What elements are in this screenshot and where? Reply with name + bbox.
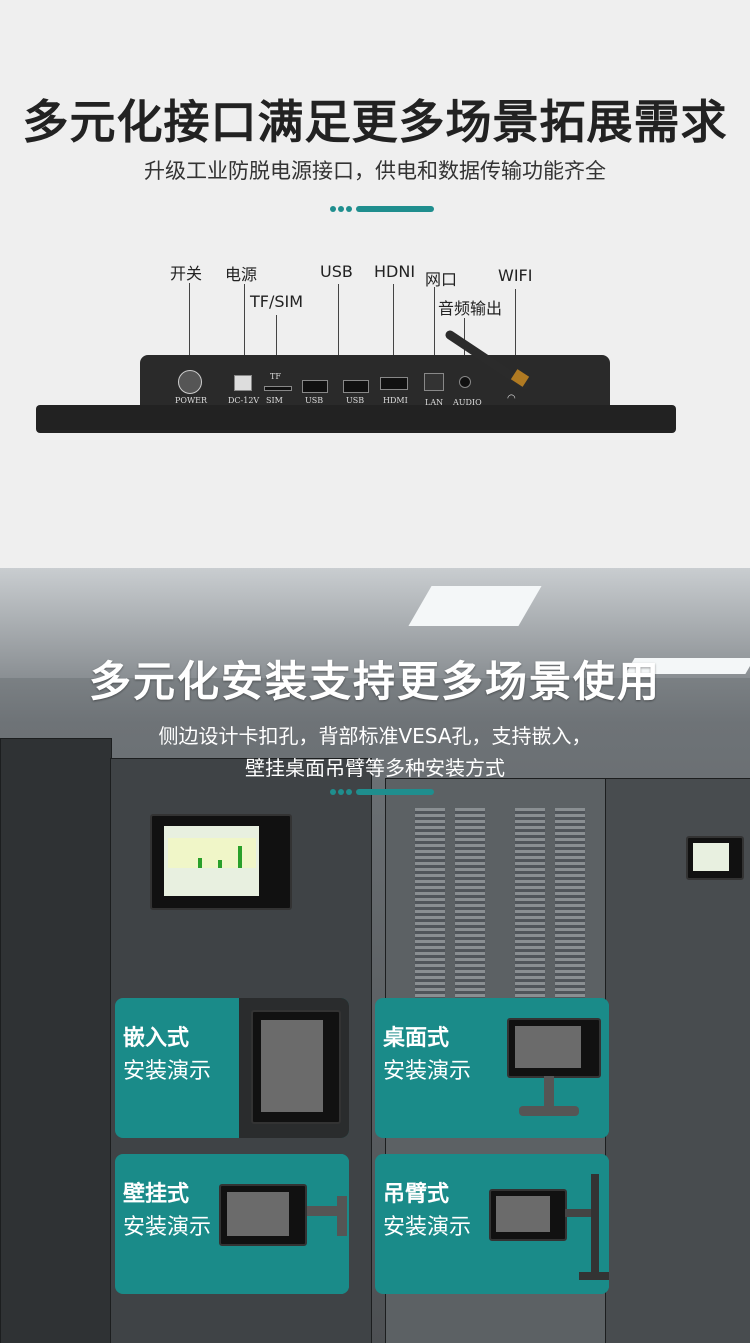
callout-audio: 音频输出 xyxy=(438,299,503,318)
embedded-mount-image xyxy=(239,998,349,1138)
mounting-subtitle-line1: 侧边设计卡扣孔，背部标准VESA孔，支持嵌入， xyxy=(158,724,592,748)
mounting-title: 多元化安装支持更多场景使用 xyxy=(88,657,661,706)
leader-line xyxy=(393,284,394,364)
wifi-icon: ◠ xyxy=(507,393,516,404)
wall-mount-image xyxy=(219,1154,349,1294)
port-label-power: POWER xyxy=(175,396,208,405)
ceiling-light xyxy=(408,586,542,626)
usb-port-1 xyxy=(302,380,328,393)
chart-screen-icon xyxy=(168,838,256,868)
port-label-lan: LAN xyxy=(425,398,444,407)
server-room-ceiling xyxy=(0,568,750,678)
card-desc: 安装演示 xyxy=(383,1215,472,1240)
leader-line xyxy=(276,315,277,369)
device-front-panel xyxy=(36,405,676,433)
port-label-sim: SIM xyxy=(266,396,283,405)
callout-wifi: WIFI xyxy=(498,266,533,285)
usb-port-2 xyxy=(343,380,369,393)
port-label-hdmi: HDMI xyxy=(383,396,408,405)
arm-mount-card[interactable]: 吊臂式 安装演示 xyxy=(375,1154,609,1294)
leader-line xyxy=(338,284,339,364)
divider-decoration xyxy=(330,205,435,213)
port-label-tf: TF xyxy=(270,372,281,381)
card-desc: 安装演示 xyxy=(383,1059,472,1084)
dc-port xyxy=(234,375,252,391)
small-panel-pc xyxy=(686,836,744,880)
arm-mount-image xyxy=(479,1154,609,1294)
card-title: 嵌入式 xyxy=(123,1026,190,1051)
callout-switch: 开关 xyxy=(170,264,203,283)
audio-jack xyxy=(459,376,471,388)
interfaces-section: 多元化接口满足更多场景拓展需求 升级工业防脱电源接口，供电和数据传输功能齐全 开… xyxy=(0,0,750,568)
device-back-housing xyxy=(140,355,610,410)
embedded-mount-card[interactable]: 嵌入式 安装演示 xyxy=(115,998,349,1138)
card-title: 吊臂式 xyxy=(383,1182,450,1207)
desktop-mount-card[interactable]: 桌面式 安装演示 xyxy=(375,998,609,1138)
divider-decoration xyxy=(330,788,435,796)
leader-line xyxy=(515,289,516,367)
embedded-panel-pc xyxy=(150,814,292,910)
tf-sim-slot xyxy=(264,386,292,391)
mounting-section: 多元化安装支持更多场景使用 侧边设计卡扣孔，背部标准VESA孔，支持嵌入， 壁挂… xyxy=(0,568,750,1343)
interfaces-title: 多元化接口满足更多场景拓展需求 xyxy=(22,95,728,149)
hdmi-port xyxy=(380,377,408,390)
wall-mount-card[interactable]: 壁挂式 安装演示 xyxy=(115,1154,349,1294)
card-desc: 安装演示 xyxy=(123,1215,212,1240)
port-label-dc: DC-12V xyxy=(228,396,260,405)
server-rack xyxy=(0,738,112,1343)
leader-line xyxy=(434,287,435,367)
power-button[interactable] xyxy=(178,370,202,394)
port-label-audio: AUDIO xyxy=(453,398,482,407)
antenna-icon xyxy=(445,330,530,390)
port-label-usb1: USB xyxy=(305,396,324,405)
callout-usb: USB xyxy=(320,262,353,281)
mounting-subtitle-line2: 壁挂桌面吊臂等多种安装方式 xyxy=(245,756,505,780)
lan-port xyxy=(424,373,444,391)
port-label-usb2: USB xyxy=(346,396,365,405)
interfaces-subtitle: 升级工业防脱电源接口，供电和数据传输功能齐全 xyxy=(144,159,606,183)
callout-lan: 网口 xyxy=(425,270,458,289)
leader-line xyxy=(189,283,190,368)
card-title: 壁挂式 xyxy=(123,1182,190,1207)
callout-power: 电源 xyxy=(225,265,258,284)
callout-tf-sim: TF/SIM xyxy=(250,292,304,311)
leader-line xyxy=(244,284,245,368)
card-desc: 安装演示 xyxy=(123,1059,212,1084)
callout-hdmi: HDNI xyxy=(374,262,416,281)
desktop-mount-image xyxy=(499,998,609,1138)
card-title: 桌面式 xyxy=(383,1026,450,1051)
